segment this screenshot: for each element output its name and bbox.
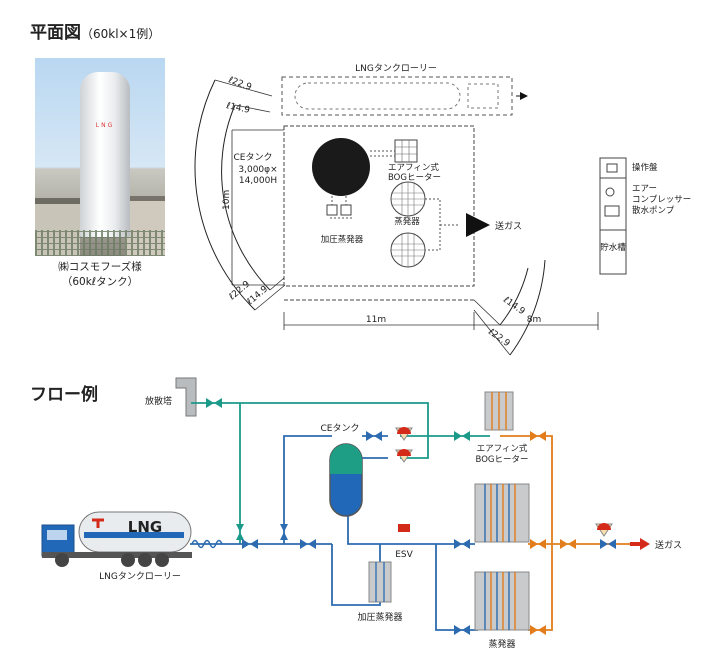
flow-lorry-tank-text: LNG	[128, 518, 162, 536]
flow-heading: フロー例	[30, 380, 98, 405]
dim-11m: 11m	[366, 315, 386, 325]
tank-photo: LNG	[35, 58, 165, 256]
flow-stack	[175, 377, 197, 417]
site-boundary	[283, 125, 475, 287]
flow-pressure-vaporizer	[368, 561, 392, 603]
plan-control-panel: 操作盤	[632, 162, 658, 173]
plan-ce-tank-label: CEタンク	[234, 152, 273, 163]
photo-fence	[35, 230, 165, 256]
flow-stack-label: 放散塔	[145, 395, 172, 407]
flow-pressure-vaporizer-label: 加圧蒸発器	[357, 611, 402, 623]
photo-caption-company: ㈱コスモフーズ様	[58, 261, 142, 273]
photo-caption: ㈱コスモフーズ様 （60kℓタンク）	[35, 260, 165, 290]
plan-ce-tank	[312, 138, 370, 196]
plan-lorry: LNGタンクローリー	[281, 63, 528, 116]
plan-ce-spec-2: 14,000H	[239, 176, 277, 186]
photo-caption-capacity: （60kℓタンク）	[61, 276, 139, 288]
flow-view: 放散塔	[41, 377, 682, 650]
dim-22-9-right: ℓ22.9	[485, 327, 511, 350]
flow-send-gas-label: 送ガス	[655, 539, 682, 551]
lorry-cab	[467, 83, 499, 109]
plan-vaporizer-header	[425, 198, 460, 251]
arc-inner-left	[221, 104, 271, 291]
plan-water-tank: 貯水槽	[600, 242, 626, 253]
plan-bog-label-2: BOGヒーター	[388, 173, 441, 183]
photo-tank: LNG	[80, 72, 130, 237]
dim-14-9-right: ℓ14.9	[500, 295, 526, 318]
safety-arcs	[194, 79, 546, 356]
plan-vaporizer-upper	[390, 181, 426, 217]
regulators	[395, 427, 613, 537]
plan-heading: 平面図（60kl×1例）	[30, 18, 160, 43]
arc-inner-right	[499, 267, 529, 326]
plan-pressure-vaporizer-label: 加圧蒸発器	[321, 234, 364, 245]
photo-tank-label: LNG	[95, 122, 115, 129]
plan-air-compressor-2: コンプレッサー	[632, 195, 691, 205]
flow-lorry-label: LNGタンクローリー	[99, 571, 181, 582]
flow-ce-tank-label: CEタンク	[321, 423, 360, 434]
flow-vaporizer-upper	[474, 483, 530, 543]
valves	[206, 398, 616, 635]
plan-subtitle: （60kl×1例）	[81, 27, 161, 41]
flow-bog-label-1: エアフィン式	[477, 443, 528, 454]
flow-bog-heater	[484, 391, 514, 431]
plan-view: LNGタンクローリー CEタンク 3,000φ× 14,000H エアフィン式 …	[194, 63, 691, 356]
flex-hose	[191, 539, 223, 549]
plan-pressure-vaporizer	[326, 196, 354, 219]
flow-esv-label: ESV	[395, 550, 413, 560]
plan-bog-label-1: エアフィン式	[388, 162, 439, 173]
plan-vaporizer-label: 蒸発器	[394, 216, 420, 227]
dim-8m: 8m	[527, 315, 542, 325]
flow-title: フロー例	[30, 385, 98, 405]
plan-water-pump: 散水ポンプ	[632, 205, 675, 216]
arc-outer-left	[194, 79, 256, 311]
plan-vaporizer-lower	[390, 232, 426, 268]
plan-air-compressor: エアー	[632, 184, 657, 194]
flow-bog-label-2: BOGヒーター	[476, 455, 529, 465]
plan-send-gas-label: 送ガス	[495, 220, 522, 232]
dim-22-9-top: ℓ22.9	[226, 75, 253, 93]
plan-bog-heater	[370, 139, 418, 163]
plan-lorry-label: LNGタンクローリー	[355, 63, 437, 74]
flow-lorry: LNG	[41, 511, 192, 567]
plan-dimensions	[214, 79, 599, 356]
arc-outer-right	[509, 259, 546, 356]
flow-send-arrow-head	[640, 538, 650, 550]
flow-ce-tank	[329, 443, 363, 517]
plan-title: 平面図	[30, 23, 81, 43]
lorry-tank	[294, 82, 461, 110]
flow-vaporizer-label: 蒸発器	[488, 638, 515, 650]
dim-10m: 10m	[222, 190, 232, 210]
dim-14-9-top: ℓ14.9	[224, 101, 251, 116]
flow-vaporizer-lower	[474, 571, 530, 631]
plan-equipment-block	[599, 157, 627, 275]
plan-ce-spec-1: 3,000φ×	[238, 165, 277, 175]
esv-valve	[398, 524, 410, 532]
lorry-outline	[281, 76, 513, 116]
